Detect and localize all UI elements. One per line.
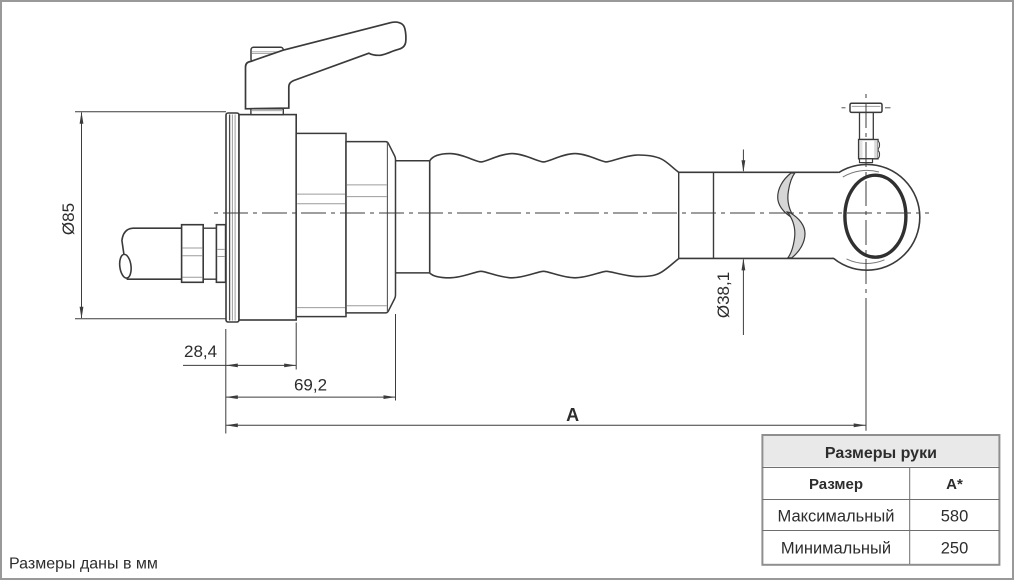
- svg-text:Ø38,1: Ø38,1: [714, 272, 733, 318]
- svg-text:69,2: 69,2: [294, 376, 327, 395]
- svg-text:Размеры руки: Размеры руки: [825, 445, 937, 462]
- svg-text:250: 250: [941, 540, 969, 558]
- svg-text:Максимальный: Максимальный: [778, 508, 895, 526]
- svg-text:580: 580: [941, 508, 969, 526]
- svg-text:A*: A*: [946, 476, 963, 493]
- svg-text:Ø85: Ø85: [59, 203, 78, 235]
- svg-text:Размеры даны в мм: Размеры даны в мм: [9, 556, 158, 573]
- svg-text:Размер: Размер: [809, 476, 863, 493]
- svg-text:Минимальный: Минимальный: [781, 540, 891, 558]
- svg-text:A: A: [566, 405, 579, 425]
- svg-text:28,4: 28,4: [184, 342, 217, 361]
